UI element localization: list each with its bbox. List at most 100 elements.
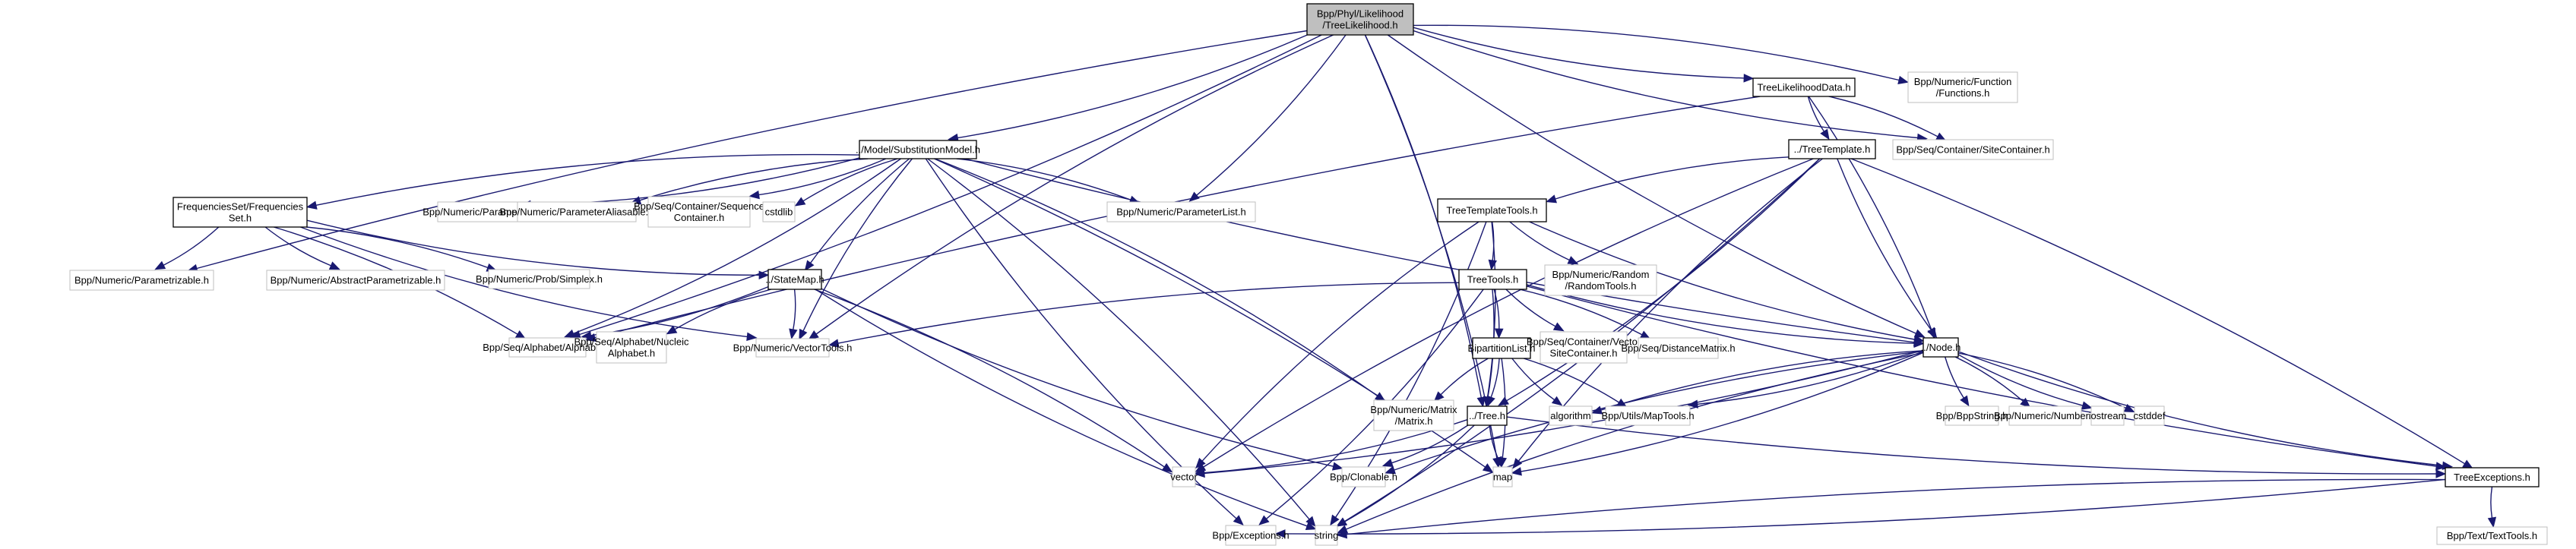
edge-tree-to-string [1344, 424, 1475, 522]
edge-node-to-treeexceptions [1957, 351, 2443, 466]
node-label: Bpp/Numeric/VectorTools.h [733, 342, 853, 354]
node-label: BipartitionList.h [1468, 342, 1536, 354]
node-box [1341, 466, 1386, 487]
edge-statemap-to-vector [814, 289, 1165, 468]
node-maptools: Bpp/Utils/MapTools.h [1601, 405, 1695, 426]
node-box [488, 269, 590, 289]
edge-substmodel-to-alphabet [573, 158, 901, 334]
node-box [1306, 3, 1414, 36]
edge-treeexceptions-to-texttools [2490, 486, 2493, 519]
node-tldata[interactable]: TreeLikelihoodData.h [1752, 77, 1856, 97]
edge-substmodel-to-vectortools [802, 158, 913, 332]
edge-node-to-number [1954, 356, 2024, 402]
node-treetools[interactable]: TreeTools.h [1458, 269, 1527, 290]
edge-root-to-substmodel [957, 34, 1308, 139]
node-node[interactable]: ../Node.h [1921, 337, 1961, 358]
edge-statemap-to-nucalphabet [674, 289, 771, 330]
node-box [1492, 466, 1513, 487]
arrowhead-icon [1305, 522, 1317, 531]
arrowhead-icon [1913, 329, 1926, 338]
node-label: Bpp/Numeric/Function [1914, 76, 2012, 87]
node-bipartition[interactable]: BipartitionList.h [1468, 337, 1536, 359]
node-clonable: Bpp/Clonable.h [1330, 466, 1397, 487]
node-label: Bpp/Phyl/Likelihood [1317, 8, 1404, 20]
arrowhead-icon [1274, 529, 1286, 538]
edge-substmodel-to-seqcontainer [758, 158, 887, 196]
node-root[interactable]: Bpp/Phyl/Likelihood/TreeLikelihood.h [1306, 3, 1414, 36]
edge-treetemplate-to-treeexceptions [1850, 158, 2465, 465]
node-iostream: iostream [2089, 405, 2127, 426]
node-box [596, 331, 667, 364]
node-treetemplate[interactable]: ../TreeTemplate.h [1788, 139, 1876, 159]
node-tree[interactable]: ../Tree.h [1467, 405, 1508, 426]
node-label: Bpp/Numeric/Number.h [1994, 410, 2097, 421]
edge-tree-to-map [1489, 424, 1498, 459]
node-label: Bpp/Seq/Alphabet/Nucleic [574, 336, 689, 348]
arrowhead-icon [2020, 397, 2031, 409]
node-box [1638, 337, 1719, 359]
arrowhead-icon [1495, 328, 1504, 339]
node-label: Container.h [674, 212, 725, 223]
node-paramlist: Bpp/Numeric/ParameterList.h [1106, 201, 1256, 222]
node-label: cstddef [2134, 410, 2166, 421]
node-substmodel[interactable]: ../Model/SubstitutionModel.h [856, 140, 980, 159]
node-cstdlib: cstdlib [762, 201, 796, 222]
node-label: TreeTools.h [1467, 274, 1518, 286]
node-label: /Matrix.h [1395, 415, 1433, 427]
edge-treetemplate-to-ttools [1555, 156, 1790, 200]
arrowhead-icon [1820, 128, 1830, 140]
edge-root-to-functions [1413, 24, 1900, 81]
edge-freqset-to-absparametrizable [264, 226, 331, 267]
node-ttools[interactable]: TreeTemplateTools.h [1437, 198, 1547, 222]
arrowhead-icon [581, 331, 592, 340]
arrowhead-icon [1476, 396, 1486, 408]
node-box [767, 269, 822, 290]
node-box [1472, 337, 1531, 359]
arrowhead-icon [808, 330, 819, 340]
node-label: TreeLikelihoodData.h [1757, 82, 1850, 93]
node-box [1945, 405, 1999, 426]
arrowhead-icon [799, 328, 808, 340]
arrowhead-icon [2435, 469, 2447, 478]
edge-node-to-bppstring [1945, 356, 1964, 399]
node-box [1788, 139, 1876, 159]
node-treeexceptions[interactable]: TreeExceptions.h [2445, 467, 2540, 487]
node-box [1892, 139, 2054, 160]
edge-tldata-to-node [1808, 96, 1932, 330]
node-label: ../TreeTemplate.h [1794, 144, 1871, 155]
arrowhead-icon [1552, 322, 1565, 332]
node-label: ../Model/SubstitutionModel.h [856, 144, 980, 156]
node-parameter: Bpp/Numeric/Parameter.h [422, 201, 536, 222]
node-box [266, 270, 445, 291]
node-box [2445, 467, 2540, 487]
edge-freqset-to-simplex [306, 226, 489, 269]
node-string: string [1315, 525, 1338, 546]
edge-freqset-to-statemap [306, 219, 760, 276]
arrowhead-icon [1195, 457, 1206, 469]
node-label: Bpp/Numeric/AbstractParametrizable.h [271, 275, 441, 286]
arrowhead-icon [1897, 75, 1909, 85]
edge-substmodel-to-cstdlib [802, 158, 898, 202]
node-map: map [1492, 466, 1513, 487]
node-box [1923, 337, 1959, 358]
node-label: Alphabet.h [608, 348, 655, 359]
node-label: SiteContainer.h [1550, 348, 1618, 359]
edge-statemap-to-string [815, 289, 1308, 527]
arrowhead-icon [666, 325, 678, 335]
node-freqset[interactable]: FrequenciesSet/FrequenciesSet.h [172, 197, 308, 228]
node-box [1458, 269, 1527, 290]
node-box [2134, 405, 2165, 426]
edge-root-to-parametrizable [196, 30, 1308, 270]
node-cstddef: cstddef [2134, 405, 2166, 426]
arrowhead-icon [1493, 456, 1502, 468]
node-statemap[interactable]: ../StateMap.h [765, 269, 824, 290]
node-label: iostream [2089, 410, 2127, 421]
node-matrix: Bpp/Numeric/Matrix/Matrix.h [1370, 399, 1457, 431]
nodes-layer: Bpp/Phyl/Likelihood/TreeLikelihood.h ../M… [69, 3, 2548, 546]
arrowhead-icon [1433, 391, 1445, 402]
node-texttools: Bpp/Text/TextTools.h [2436, 526, 2548, 545]
edge-ttools-to-tree [1486, 221, 1496, 398]
edge-treetools-to-vectortools [837, 282, 1460, 344]
edge-treetools-to-distmatrix [1519, 289, 1643, 336]
node-label: Bpp/Numeric/Prob/Simplex.h [476, 273, 603, 285]
